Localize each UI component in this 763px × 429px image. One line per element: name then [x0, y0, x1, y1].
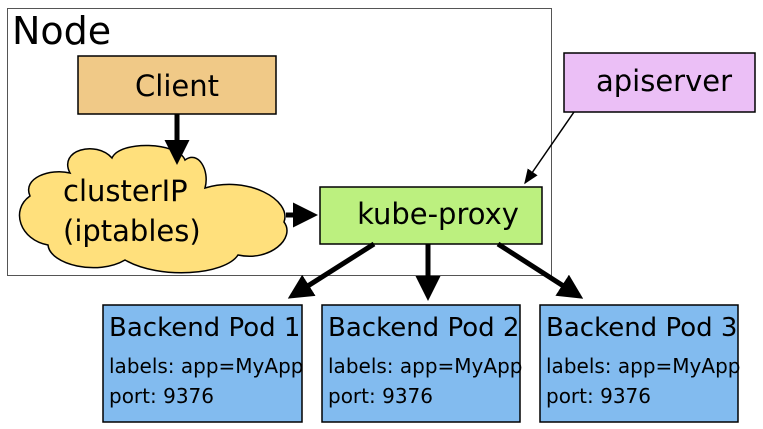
pod-labels: labels: app=MyApp [328, 354, 522, 378]
node-title: Node [12, 9, 111, 53]
apiserver-label: apiserver [596, 64, 732, 98]
apiserver-box: apiserver [563, 52, 756, 113]
cluster-ip-label: clusterIP [63, 174, 188, 208]
node-container: Node [7, 8, 552, 276]
kube-proxy-label: kube-proxy [357, 197, 519, 231]
kube-proxy-box: kube-proxy [319, 186, 543, 245]
cluster-ip-cloud: clusterIP (iptables) [18, 144, 288, 274]
pod-port: port: 9376 [109, 384, 214, 408]
kube-proxy-rect [319, 186, 543, 245]
pod-rect [321, 304, 521, 423]
client-rect [77, 55, 277, 115]
node-boundary [7, 8, 552, 276]
pod-port: port: 9376 [328, 384, 433, 408]
backend-pod-2: Backend Pod 2 labels: app=MyApp port: 93… [321, 304, 522, 423]
arrow-kube-proxy-to-pod-3 [496, 241, 584, 299]
pod-rect [539, 304, 739, 423]
pod-title: Backend Pod 2 [328, 313, 519, 343]
backend-pod-3: Backend Pod 3 labels: app=MyApp port: 93… [539, 304, 740, 423]
backend-pod-1: Backend Pod 1 labels: app=MyApp port: 93… [102, 304, 303, 423]
iptables-label: (iptables) [63, 214, 201, 248]
arrow-apiserver-to-kube-proxy [524, 111, 575, 185]
pod-title: Backend Pod 1 [109, 313, 300, 343]
pod-rect [102, 304, 303, 423]
apiserver-rect [563, 52, 756, 113]
arrow-kube-proxy-to-pod-1 [287, 241, 376, 299]
client-label: Client [135, 69, 219, 103]
pod-labels: labels: app=MyApp [546, 354, 740, 378]
pod-labels: labels: app=MyApp [109, 354, 303, 378]
client-box: Client [77, 55, 277, 115]
pod-port: port: 9376 [546, 384, 651, 408]
pod-title: Backend Pod 3 [546, 313, 737, 343]
cloud-shape [18, 144, 288, 274]
connections [164, 111, 584, 301]
